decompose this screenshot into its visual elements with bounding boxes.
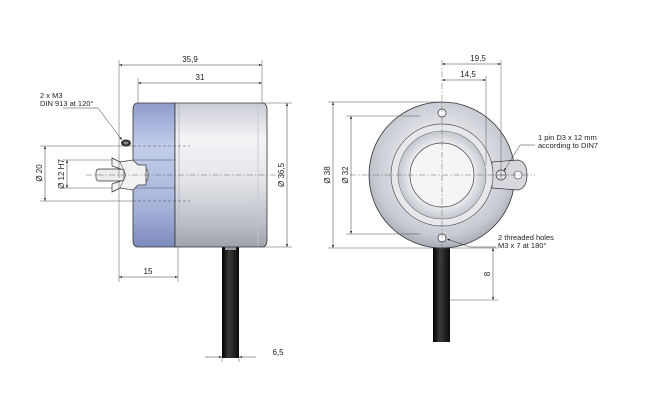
front-view: 19,5 14,5 Ø 38 Ø 32 8 1 pin D3 x 12 mm a… (323, 54, 598, 342)
dim-pin-offset: 19,5 (470, 54, 486, 63)
side-cable (222, 247, 239, 358)
dim-body-length: 31 (196, 73, 205, 82)
callout-holes-line2: M3 x 7 at 180° (498, 241, 546, 250)
dim-bore: Ø 12 H7 (57, 159, 66, 189)
side-view: 35,9 31 15 6,5 Ø 20 Ø 12 H7 Ø 36,5 2 (35, 55, 292, 362)
dim-flange-diameter: Ø 38 (323, 166, 332, 184)
side-flange (132, 102, 176, 248)
dim-overall-length: 35,9 (182, 55, 198, 64)
callout-holes-line1: 2 threaded holes (498, 233, 554, 242)
dim-cable-diameter: 6,5 (272, 348, 284, 357)
front-cable (433, 242, 450, 342)
dim-housing-diameter: Ø 36,5 (277, 162, 286, 187)
callout-screws-line2: DIN 913 at 120° (40, 99, 93, 108)
callout-screws-line1: 2 x M3 (40, 91, 63, 100)
dim-center-offset: 14,5 (460, 70, 476, 79)
dim-shaft-extension: 15 (144, 267, 153, 276)
dim-cable-offset: 8 (483, 271, 492, 276)
callout-pin-line1: 1 pin D3 x 12 mm (538, 133, 597, 142)
dim-bore-outer: Ø 20 (35, 164, 44, 182)
dim-body-diameter: Ø 32 (341, 166, 350, 184)
callout-pin-line2: according to DIN7 (538, 141, 598, 150)
